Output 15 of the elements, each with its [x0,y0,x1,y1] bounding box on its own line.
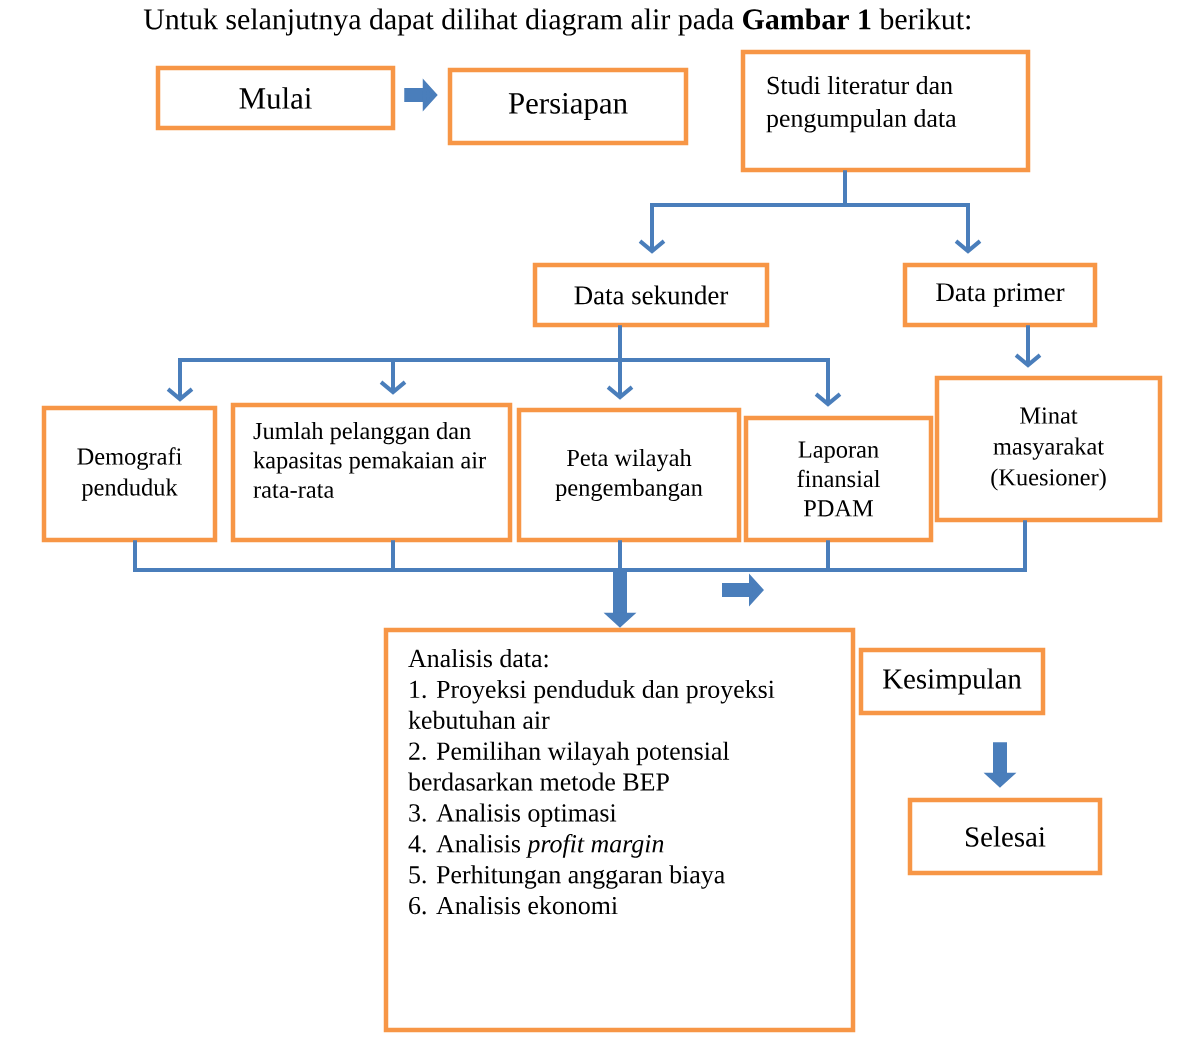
process-box: Demografi penduduk [41,405,218,543]
process-box: Jumlah pelanggan dan kapasitas pemakaian air rata-rata [230,402,513,543]
process-box: Laporan finansial PDAM [743,415,934,543]
process-box: Analisis data: 1. Proyeksi penduduk dan proyeksi kebutuhan air 2. Pemilihan wilayah potensial berdasarkan metode BEP 3. Analisis optimasi 4. Analisis profit margin 5. Perhitungan anggaran biaya 6. Analisis ekonomi [383,627,856,1033]
process-box: Minat masyarakat (Kuesioner) [934,375,1163,523]
process-box: Selesai [907,797,1103,876]
process-box: Peta wilayah pengembangan [516,407,742,543]
process-box: Kesimpulan [858,647,1046,716]
connector-arrow [1014,325,1042,368]
process-box: Data primer [902,262,1098,328]
process-box: Mulai [155,65,396,131]
heading: Untuk selanjutnya dapat dilihat diagram alir pada Gambar 1 berikut: [143,8,970,36]
process-box: Persiapan [447,67,689,146]
process-box: Studi literatur dan pengumpulan data [740,49,1031,173]
process-box: Data sekunder [532,262,770,328]
